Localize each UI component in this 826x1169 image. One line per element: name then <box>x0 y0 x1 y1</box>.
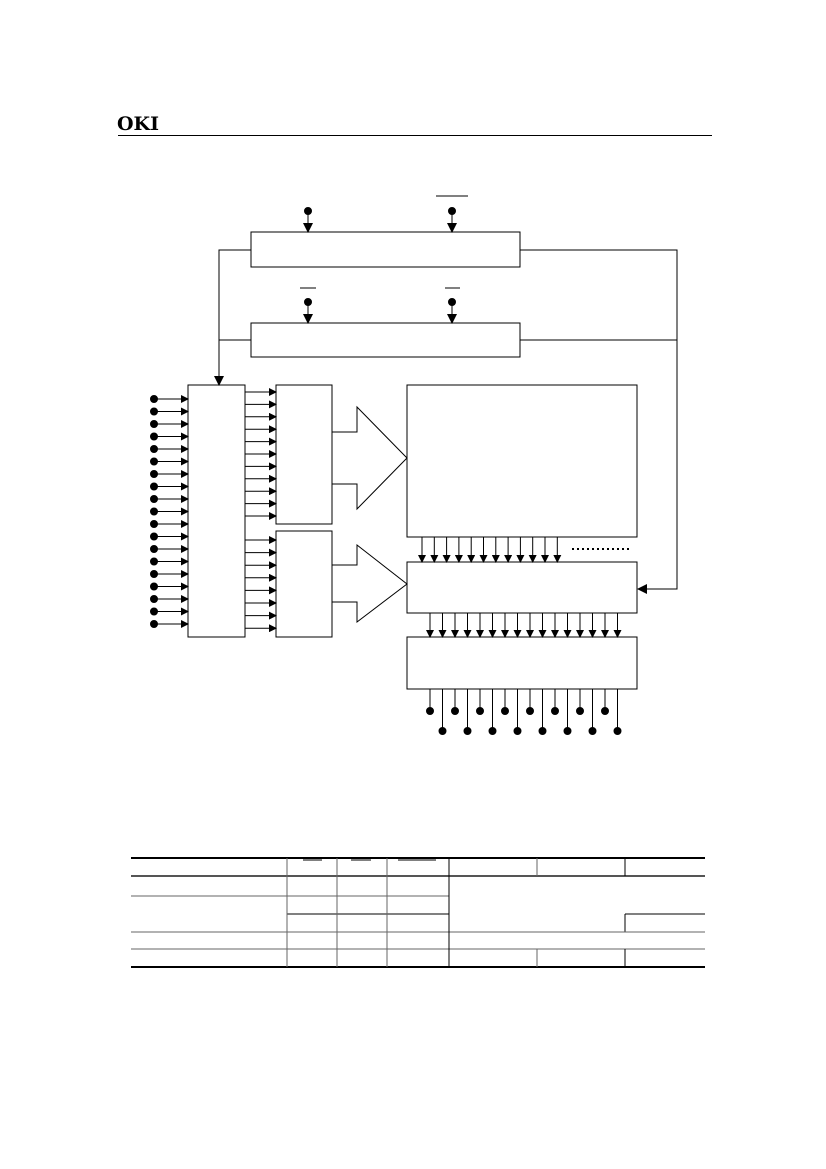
column-decoder-bus-arrow <box>331 543 408 624</box>
output-pin-dot <box>538 727 547 735</box>
output-pin-dot <box>526 707 534 715</box>
sense-to-output-arrows <box>426 613 622 638</box>
oki-logo: OKI <box>117 113 159 135</box>
output-buffer <box>406 636 638 690</box>
control-block-upper <box>250 231 521 268</box>
data-output-pins <box>426 689 622 735</box>
output-pin-dot <box>451 707 459 715</box>
truth-table <box>131 857 705 968</box>
memory-cell-array <box>406 384 638 538</box>
output-pin-dot <box>601 707 609 715</box>
column-decoder <box>275 530 333 638</box>
row-decoder <box>275 384 333 525</box>
output-pin-dot <box>576 707 584 715</box>
output-pin-dot <box>488 727 497 735</box>
address-buffer-outputs <box>245 388 277 633</box>
output-pin-dot <box>476 707 484 715</box>
output-pin-dot <box>551 707 559 715</box>
address-input-pins <box>150 395 189 628</box>
control-block-lower <box>250 322 521 358</box>
output-pin-dot <box>563 727 572 735</box>
sense-amp-column-io <box>406 561 638 614</box>
control-connections <box>214 249 678 594</box>
output-pin-dot <box>513 727 522 735</box>
output-pin-dot <box>613 727 622 735</box>
memory-to-sense-arrows <box>418 537 562 563</box>
output-pin-dot <box>588 727 597 735</box>
row-decoder-bus-arrow <box>331 405 408 511</box>
output-pin-dot <box>501 707 509 715</box>
control-pins <box>300 195 468 324</box>
output-pin-dot <box>463 727 472 735</box>
output-pin-dot <box>426 707 434 715</box>
address-buffer <box>187 384 246 638</box>
output-pin-dot <box>438 727 447 735</box>
header-rule <box>118 135 712 136</box>
